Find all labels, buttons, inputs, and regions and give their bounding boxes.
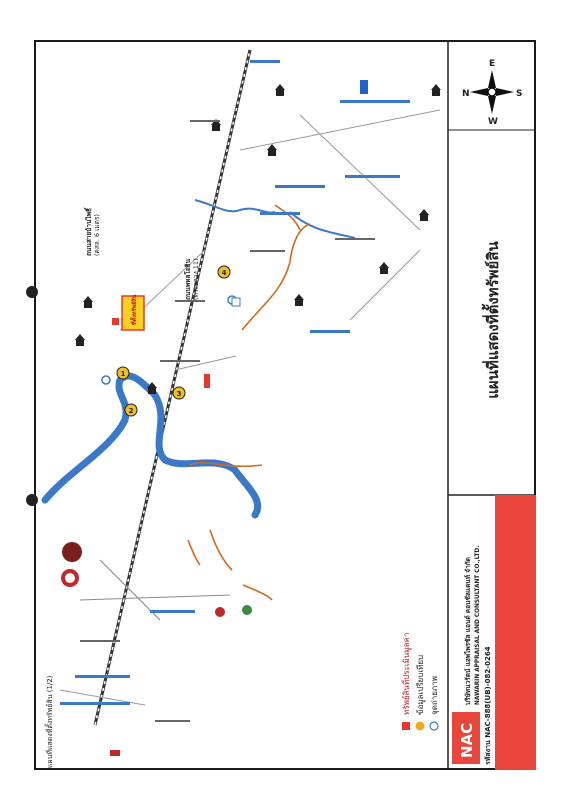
river <box>41 372 261 519</box>
orange-road <box>274 204 301 231</box>
photo-point-icon <box>101 375 111 385</box>
stream <box>194 199 276 214</box>
railway-line <box>93 49 252 726</box>
local-road <box>79 594 231 601</box>
marker-label: 2 <box>129 407 134 415</box>
subject-marker <box>112 318 119 325</box>
map-labels <box>80 120 375 722</box>
compass-east-arrow <box>496 88 514 96</box>
binder-hole <box>26 286 38 298</box>
temple-icon <box>431 84 441 96</box>
compass-center <box>487 87 497 97</box>
compass-s-label: S <box>516 89 522 99</box>
company-name-th: บริษัทนวรัตน์ แอพไพรซัล แอนด์ คอนซัลแตนท… <box>463 557 472 705</box>
marker-label: 3 <box>177 390 182 398</box>
compass-rose: N S E W <box>462 59 522 127</box>
legend-photo-swatch <box>429 721 439 731</box>
temple-icon <box>147 382 157 394</box>
orange-road <box>242 584 273 601</box>
local-road <box>239 109 441 151</box>
marker-label: 1 <box>121 370 126 378</box>
temple-icon <box>83 296 93 308</box>
legend-item-3: จุดถ่ายภาพ <box>430 676 439 715</box>
road-label: ถนนสายบ้านไพธิ์ <box>84 207 93 256</box>
temple-icon <box>75 334 85 346</box>
poi-icon <box>65 573 75 583</box>
comparable-marker: 4 <box>217 265 231 279</box>
compass-w-label: W <box>488 117 498 127</box>
legend: ทรัพย์สินที่ประเมินมูลค่า ข้อมูลเปรียบเท… <box>400 633 439 731</box>
legend-item-2: ข้อมูลเปรียบเทียบ <box>416 655 426 715</box>
temple-icon <box>419 209 429 221</box>
road-label: ถนนพหลโยธิน <box>183 258 192 300</box>
local-road <box>349 249 421 321</box>
temple-icon <box>294 294 304 306</box>
stream <box>289 211 356 239</box>
compass-west-arrow <box>470 88 488 96</box>
comparable-marker: 2 <box>124 403 138 417</box>
orange-road <box>189 461 263 468</box>
nac-logo-text: NAC <box>458 723 476 758</box>
marker-label: 4 <box>222 269 227 277</box>
nac-logo <box>452 712 480 764</box>
footer-bar <box>495 495 536 770</box>
orange-road <box>187 539 201 566</box>
poi-icon <box>242 605 252 615</box>
road-label: (ทางหลวง 11) <box>192 258 200 300</box>
map-frame <box>34 40 536 770</box>
local-road <box>59 689 146 706</box>
poi-icon <box>231 297 241 307</box>
company-seal <box>62 542 82 562</box>
legend-subject-swatch <box>402 722 410 730</box>
binder-hole <box>26 494 38 506</box>
poi-icon <box>110 750 120 756</box>
compass-south-arrow <box>488 96 496 114</box>
orange-road <box>241 223 311 331</box>
orange-road <box>209 529 233 571</box>
legend-compare-swatch <box>415 721 425 731</box>
map-title: แผนที่แสดงที่ตั้งทรัพย์สิน <box>481 241 502 399</box>
compass-n-label: N <box>462 89 470 99</box>
compass-e-label: E <box>489 59 495 69</box>
subject-label-box <box>121 295 145 331</box>
poi-icon <box>360 80 368 94</box>
company-name-en: NAWARIN APPRAISAL AND CONSULTANT CO.,LTD… <box>475 546 481 705</box>
map-labels <box>60 60 410 705</box>
temple-icon <box>379 262 389 274</box>
local-road <box>299 114 421 231</box>
poi-icon <box>204 374 210 388</box>
comparable-marker: 3 <box>172 386 186 400</box>
comparable-marker: 1 <box>116 366 130 380</box>
legend-item-1: ทรัพย์สินที่ประเมินมูลค่า <box>400 633 412 715</box>
subject-label: ที่ตั้งทรัพย์สิน <box>129 294 138 325</box>
local-road <box>174 355 237 371</box>
temple-icon <box>275 84 285 96</box>
road-label: (คสล. 6 เมตร) <box>93 214 101 256</box>
poi-icon <box>215 607 225 617</box>
document-code: รหัสงาน NAC-888(UB)-082-0264 <box>484 646 492 765</box>
compass-north-arrow <box>488 70 496 88</box>
map-header-label: แผนที่แสดงที่ตั้งทรัพย์สิน (1/2) <box>43 675 54 768</box>
temple-icon <box>267 144 277 156</box>
